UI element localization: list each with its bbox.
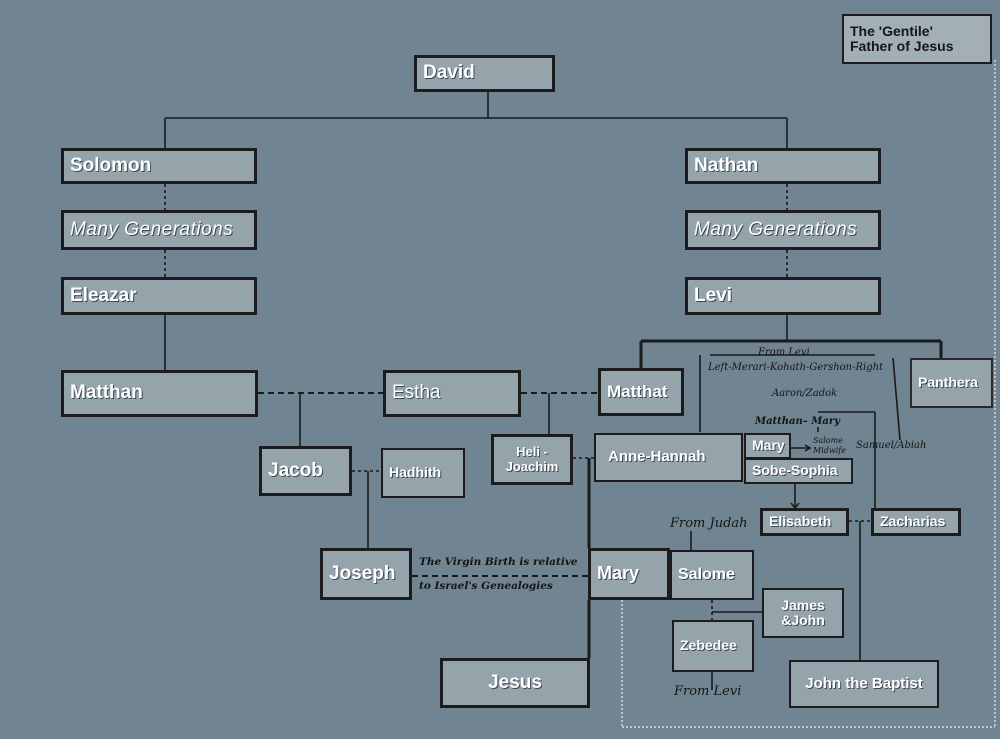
node-many-generations-right: Many Generations bbox=[685, 210, 881, 250]
node-john-the-baptist: John the Baptist bbox=[789, 660, 939, 708]
node-heli-joachim: Heli - Joachim bbox=[491, 434, 573, 485]
node-zebedee: Zebedee bbox=[672, 620, 754, 672]
node-nathan: Nathan bbox=[685, 148, 881, 184]
node-panthera: Panthera bbox=[910, 358, 993, 408]
gentile-father-title: The 'Gentile' Father of Jesus bbox=[842, 14, 992, 64]
node-levi: Levi bbox=[685, 277, 881, 315]
node-salome: Salome bbox=[670, 550, 754, 600]
node-anne-hannah: Anne-Hannah bbox=[594, 433, 743, 482]
node-jesus: Jesus bbox=[440, 658, 590, 708]
node-matthat: Matthat bbox=[598, 368, 684, 416]
note-salome-midwife-2: Midwife bbox=[813, 446, 846, 455]
note-from-levi-top: From Levi bbox=[758, 347, 810, 358]
note-virgin-birth-2: to Israel's Genealogies bbox=[419, 580, 553, 592]
note-levi-lines: Left-Merari-Kohath-Gershon-Right bbox=[708, 362, 884, 373]
node-mary-small: Mary bbox=[744, 433, 791, 459]
note-salome-midwife-1: Salome bbox=[813, 436, 843, 445]
node-sobe-sophia: Sobe-Sophia bbox=[744, 458, 853, 484]
title-line-2: Father of Jesus bbox=[850, 38, 954, 54]
note-matthan-mary: Matthan– Mary bbox=[755, 416, 840, 427]
note-aaron-zadok: Aaron/Zadok bbox=[772, 388, 838, 399]
node-mary: Mary bbox=[588, 548, 670, 600]
node-jacob: Jacob bbox=[259, 446, 352, 496]
note-samuel-abiah: Samuel/Abiah bbox=[856, 440, 927, 451]
node-matthan: Matthan bbox=[61, 370, 258, 417]
node-solomon: Solomon bbox=[61, 148, 257, 184]
note-virgin-birth-1: The Virgin Birth is relative bbox=[419, 556, 578, 568]
node-hadhith: Hadhith bbox=[381, 448, 465, 498]
node-james-john: James &John bbox=[762, 588, 844, 638]
node-elisabeth: Elisabeth bbox=[760, 508, 849, 536]
note-from-judah: From Judah bbox=[670, 516, 748, 531]
node-joseph: Joseph bbox=[320, 548, 412, 600]
node-many-generations-left: Many Generations bbox=[61, 210, 257, 250]
note-from-levi-bottom: From Levi bbox=[674, 684, 742, 699]
node-zacharias: Zacharias bbox=[871, 508, 961, 536]
node-estha: Estha bbox=[383, 370, 521, 417]
title-line-1: The 'Gentile' bbox=[850, 22, 933, 39]
node-eleazar: Eleazar bbox=[61, 277, 257, 315]
node-david: David bbox=[414, 55, 555, 92]
